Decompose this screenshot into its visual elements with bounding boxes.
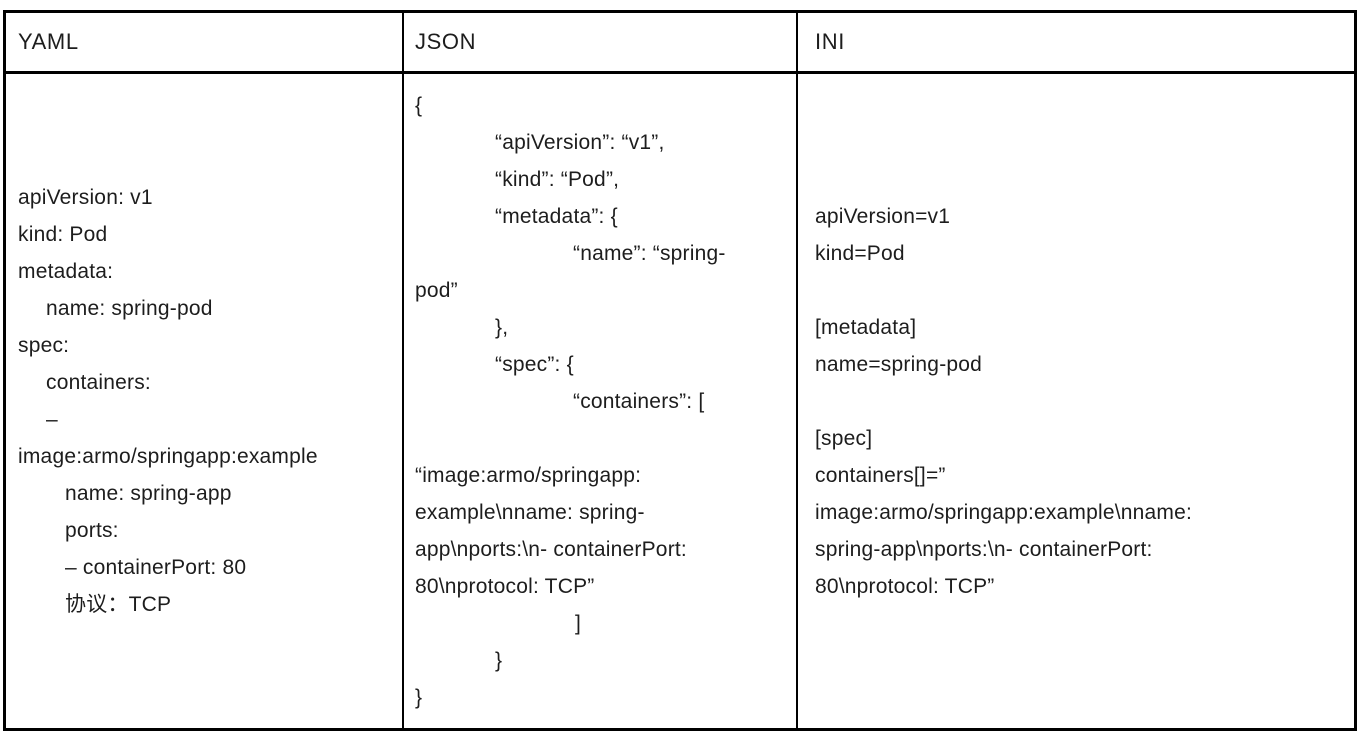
code-line: 协议：TCP bbox=[65, 593, 172, 616]
code-line: kind: Pod bbox=[18, 223, 108, 246]
code-line: example\nname: spring- bbox=[415, 500, 645, 524]
code-line: – bbox=[46, 408, 58, 431]
code-line: }, bbox=[495, 315, 509, 339]
code-line: containers: bbox=[46, 371, 151, 394]
code-line: name=spring-pod bbox=[815, 352, 983, 376]
code-line: “metadata”: { bbox=[495, 204, 618, 228]
code-line: spec: bbox=[18, 334, 70, 357]
code-line bbox=[815, 383, 1348, 420]
code-line: “spec”: { bbox=[495, 352, 574, 376]
code-line: apiVersion=v1 bbox=[815, 204, 951, 228]
code-line: “image:armo/springapp: bbox=[415, 463, 642, 487]
code-line: } bbox=[415, 685, 423, 709]
code-line: [metadata] bbox=[815, 315, 917, 339]
code-line: 80\nprotocol: TCP” bbox=[815, 574, 995, 598]
table-header-row: YAML JSON INI bbox=[6, 13, 1354, 74]
code-line: ports: bbox=[65, 519, 119, 542]
code-line: – containerPort: 80 bbox=[65, 556, 247, 579]
code-line: kind=Pod bbox=[815, 241, 905, 265]
code-line: } bbox=[495, 648, 503, 672]
code-line: “name”: “spring- bbox=[573, 241, 726, 265]
table-body-row: apiVersion: v1 kind: Pod metadata: name: sp… bbox=[6, 74, 1354, 728]
code-line: name: spring-app bbox=[65, 482, 232, 505]
code-line: app\nports:\n- containerPort: bbox=[415, 537, 687, 561]
code-line: ] bbox=[575, 611, 582, 635]
code-line: [spec] bbox=[815, 426, 873, 450]
code-line: “kind”: “Pod”, bbox=[495, 167, 620, 191]
code-line: image:armo/springapp:example bbox=[18, 445, 318, 468]
code-line: name: spring-pod bbox=[46, 297, 213, 320]
code-line: “apiVersion”: “v1”, bbox=[495, 130, 665, 154]
json-code-cell: { “apiVersion”: “v1”, “kind”: “Pod”, “metad… bbox=[402, 74, 796, 728]
code-line: spring-app\nports:\n- containerPort: bbox=[815, 537, 1153, 561]
code-line: image:armo/springapp:example\nname: bbox=[815, 500, 1193, 524]
code-line: containers[]=” bbox=[815, 463, 946, 487]
json-code-block: { “apiVersion”: “v1”, “kind”: “Pod”, “metad… bbox=[404, 87, 796, 716]
column-header-yaml: YAML bbox=[18, 29, 79, 54]
column-header-ini: INI bbox=[796, 13, 1354, 71]
column-header-json: JSON bbox=[402, 13, 796, 71]
code-line bbox=[815, 272, 1348, 309]
yaml-code-block: apiVersion: v1 kind: Pod metadata: name: sp… bbox=[6, 179, 402, 623]
code-line: 80\nprotocol: TCP” bbox=[415, 574, 595, 598]
yaml-code-cell: apiVersion: v1 kind: Pod metadata: name: sp… bbox=[6, 74, 402, 728]
code-line: { bbox=[415, 93, 423, 117]
code-line: “containers”: [ bbox=[573, 389, 705, 413]
ini-code-cell: apiVersion=v1 kind=Pod [metadata] name=spri… bbox=[796, 74, 1354, 728]
format-comparison-table: YAML JSON INI apiVersion: v1 kind: Pod met… bbox=[3, 10, 1357, 731]
code-line: pod” bbox=[415, 278, 458, 302]
code-line: metadata: bbox=[18, 260, 114, 283]
ini-code-block: apiVersion=v1 kind=Pod [metadata] name=spri… bbox=[798, 198, 1354, 605]
code-line: apiVersion: v1 bbox=[18, 186, 153, 209]
code-line bbox=[415, 420, 790, 457]
